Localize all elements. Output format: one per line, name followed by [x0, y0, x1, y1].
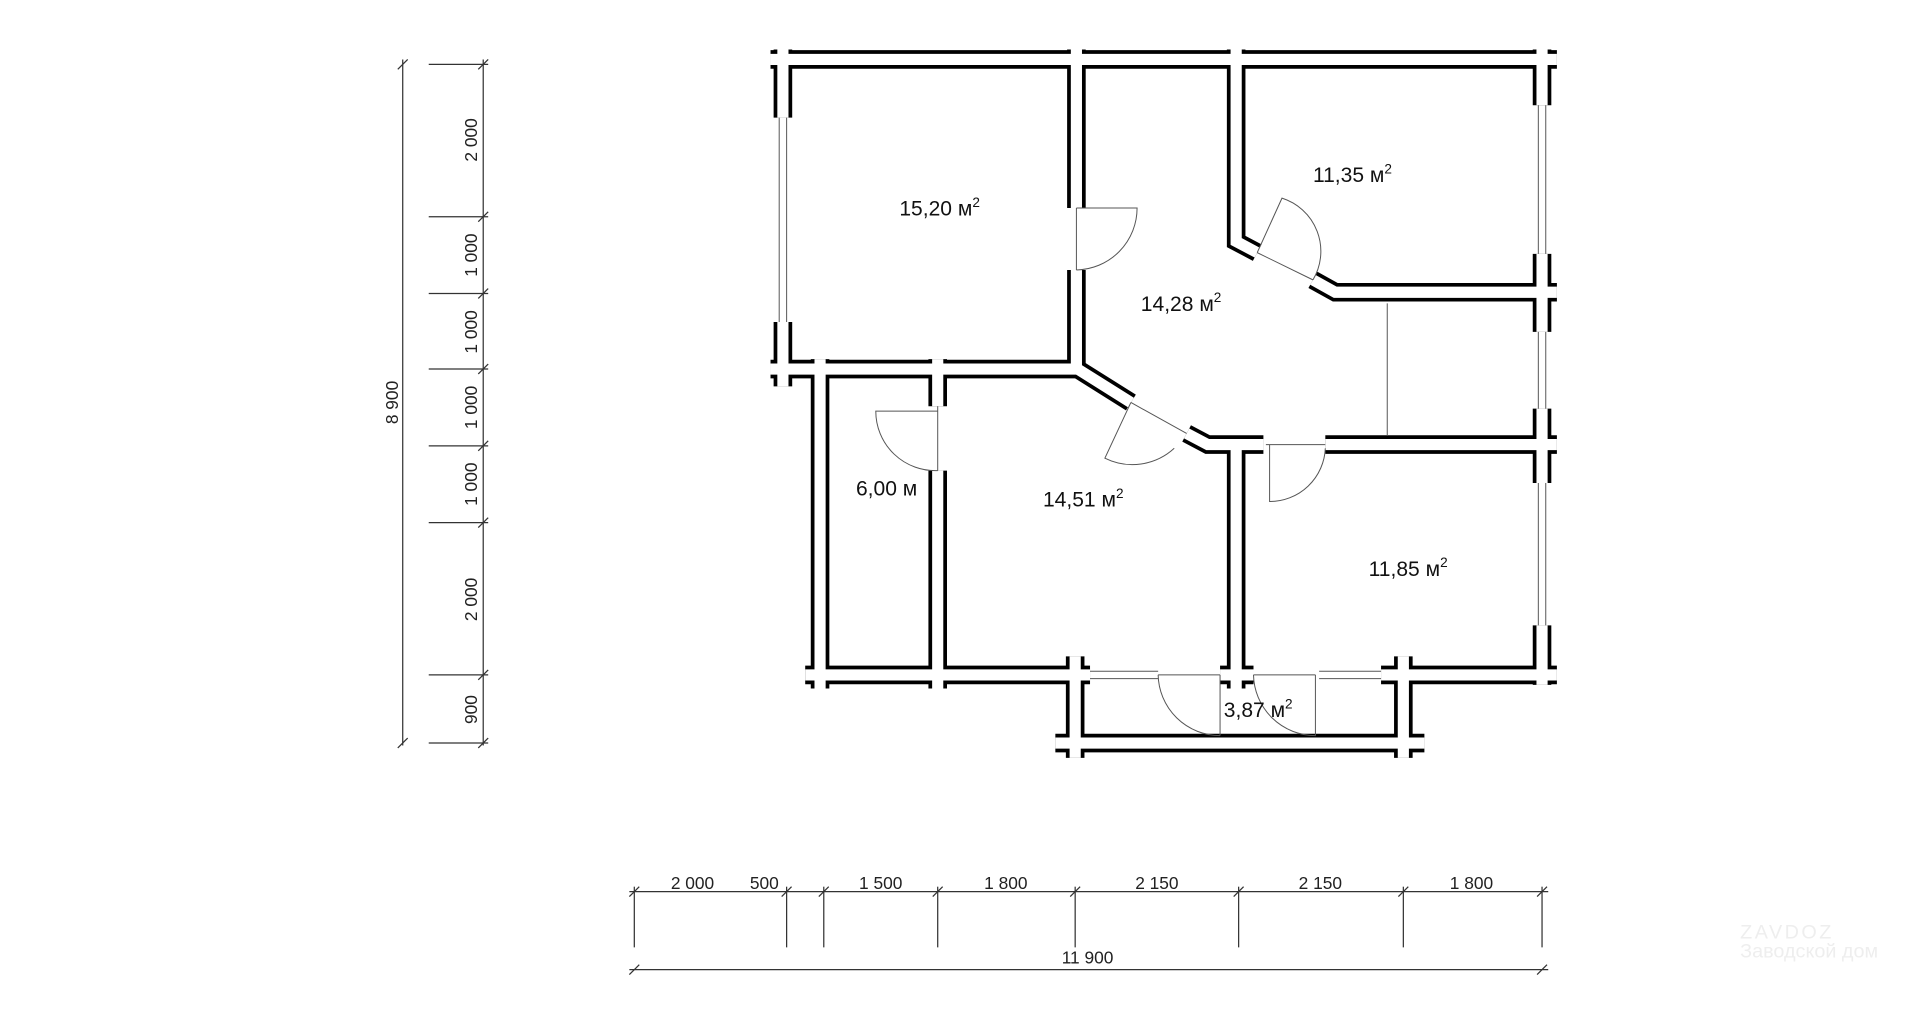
room-area-label: 14,51 м2: [1043, 486, 1124, 512]
room-area-label: 3,87 м2: [1224, 696, 1293, 722]
room-area-label: 6,00 м: [856, 477, 917, 500]
svg-text:8 900: 8 900: [382, 381, 402, 424]
svg-text:1 000: 1 000: [461, 310, 481, 353]
svg-text:11 900: 11 900: [1062, 947, 1114, 967]
wall: [1230, 49, 1260, 258]
door: [1256, 197, 1322, 281]
svg-text:1 000: 1 000: [461, 233, 481, 276]
walls: [770, 49, 1557, 758]
svg-text:900: 900: [461, 695, 481, 724]
svg-text:Заводской дом: Заводской дом: [1740, 940, 1878, 962]
svg-text:1 500: 1 500: [859, 873, 902, 893]
dimension-line: [397, 59, 409, 70]
door: [1265, 444, 1326, 503]
dimension-line: [1536, 964, 1548, 976]
dimension-line: [397, 737, 409, 749]
bottom-dimension-labels: 2 000 500 1 500 1 800 2 150 2 150 1 800 …: [671, 873, 1493, 967]
room-area-label: 14,28 м2: [1141, 290, 1222, 316]
door: [1075, 207, 1138, 271]
svg-text:1 000: 1 000: [461, 463, 481, 506]
svg-text:ZAVDOZ: ZAVDOZ: [1740, 922, 1834, 944]
room-area-label: 15,20 м2: [899, 195, 980, 221]
door: [1157, 674, 1221, 737]
dimension-line: [628, 964, 640, 976]
door: [1104, 402, 1187, 466]
dimensions: [397, 59, 1549, 976]
door: [875, 406, 939, 472]
svg-text:2 000: 2 000: [461, 118, 481, 161]
watermark-logo: ZAVDOZ Заводской дом: [1740, 922, 1878, 963]
svg-text:1 800: 1 800: [1450, 873, 1493, 893]
svg-text:2 000: 2 000: [461, 578, 481, 621]
svg-text:2 150: 2 150: [1135, 873, 1178, 893]
svg-text:1 000: 1 000: [461, 386, 481, 429]
left-dimension-labels: 2 000 1 000 1 000 1 000 1 000 2 000 900 …: [382, 118, 481, 724]
door: [1253, 674, 1316, 737]
room-area-label: 11,85 м2: [1369, 555, 1448, 581]
doors-windows: [778, 105, 1547, 737]
svg-text:2 150: 2 150: [1299, 873, 1342, 893]
svg-text:500: 500: [750, 873, 779, 893]
wall: [1184, 428, 1264, 451]
room-area-label: 11,35 м2: [1313, 161, 1392, 187]
wall: [1310, 275, 1557, 298]
svg-text:1 800: 1 800: [984, 873, 1027, 893]
svg-text:2 000: 2 000: [671, 873, 714, 893]
